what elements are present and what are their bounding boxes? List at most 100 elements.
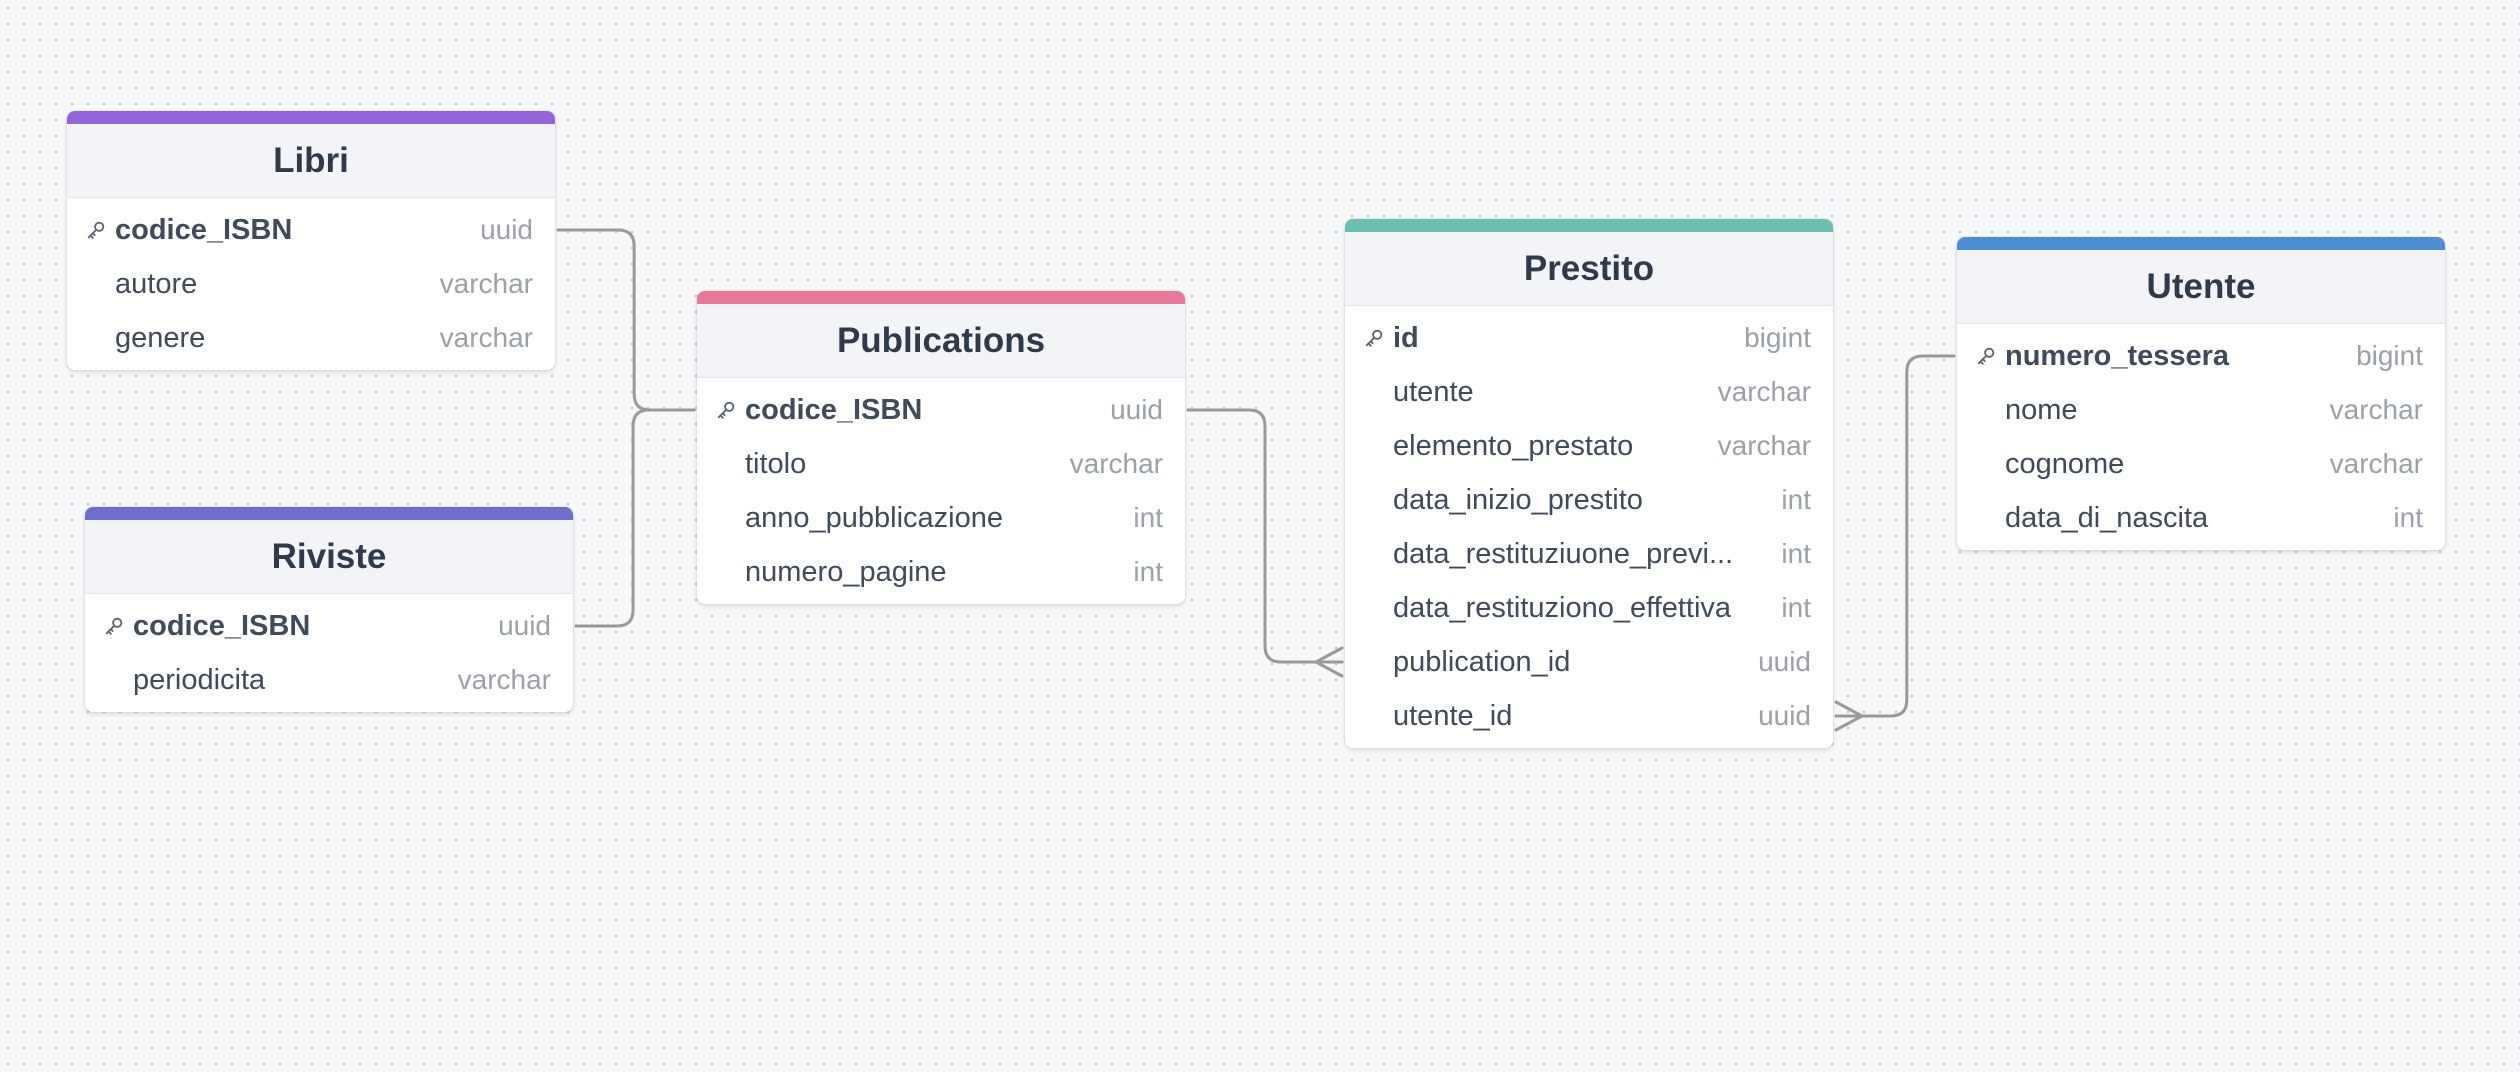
key-icon-slot (1363, 377, 1393, 407)
column-type: varchar (439, 268, 533, 299)
key-icon-slot (1975, 503, 2005, 533)
column-row[interactable]: data_restituziono_effettiva int (1345, 581, 1833, 635)
table-title: Prestito (1523, 248, 1655, 288)
column-row[interactable]: data_restituziuone_previ...int (1345, 527, 1833, 581)
column-type: uuid (498, 610, 551, 641)
crows-foot-icon (1834, 700, 1864, 732)
primary-key-column-row[interactable]: codice_ISBN uuid (67, 203, 555, 257)
key-icon-slot (1363, 539, 1393, 569)
column-type: uuid (1758, 646, 1811, 677)
column-name: titolo (745, 447, 807, 480)
key-icon-slot (85, 269, 115, 299)
key-icon-slot (85, 323, 115, 353)
column-name: periodicita (133, 663, 266, 696)
primary-key-column-row[interactable]: numero_tessera bigint (1957, 329, 2445, 383)
column-list: codice_ISBN uuid titolo varchar anno_pubblic… (697, 378, 1185, 604)
key-icon-slot (1363, 431, 1393, 461)
column-type: uuid (1758, 700, 1811, 731)
column-name: elemento_prestato (1393, 429, 1634, 462)
key-icon-slot (1975, 395, 2005, 425)
column-name: codice_ISBN (133, 609, 311, 642)
table-header: Libri (67, 111, 555, 198)
key-icon (103, 611, 133, 641)
key-icon-slot (715, 503, 745, 533)
column-row[interactable]: genere varchar (67, 311, 555, 365)
column-name: data_restituziono_effettiva (1393, 591, 1732, 624)
column-row[interactable]: data_inizio_prestito int (1345, 473, 1833, 527)
key-icon-slot (1363, 485, 1393, 515)
column-type: varchar (1717, 430, 1811, 461)
column-name: anno_pubblicazione (745, 501, 1003, 534)
column-row[interactable]: publication_id uuid (1345, 635, 1833, 689)
column-type: bigint (1744, 322, 1811, 353)
column-type: varchar (439, 322, 533, 353)
table-header: Utente (1957, 237, 2445, 324)
table-title: Publications (836, 320, 1046, 360)
table-publications[interactable]: Publications codice_ISBN uuid titolo varcha… (697, 291, 1185, 604)
primary-key-column-row[interactable]: id bigint (1345, 311, 1833, 365)
relationship-line[interactable] (1186, 408, 1344, 664)
table-header: Riviste (85, 507, 573, 594)
column-type: uuid (480, 214, 533, 245)
column-type: int (1133, 556, 1163, 587)
key-icon-slot (1363, 647, 1393, 677)
column-type: uuid (1110, 394, 1163, 425)
key-icon-slot (1363, 593, 1393, 623)
column-row[interactable]: titolo varchar (697, 437, 1185, 491)
column-type: int (1781, 592, 1811, 623)
primary-key-column-row[interactable]: codice_ISBN uuid (697, 383, 1185, 437)
table-riviste[interactable]: Riviste codice_ISBN uuid periodicita varcha… (85, 507, 573, 712)
column-row[interactable]: utente_id uuid (1345, 689, 1833, 743)
column-type: varchar (1069, 448, 1163, 479)
column-row[interactable]: periodicita varchar (85, 653, 573, 707)
key-icon (1975, 341, 2005, 371)
key-icon (715, 395, 745, 425)
column-name: numero_tessera (2005, 339, 2230, 372)
crows-foot-icon (1314, 646, 1344, 678)
key-icon (1363, 323, 1393, 353)
key-icon-slot (1975, 449, 2005, 479)
column-type: bigint (2356, 340, 2423, 371)
table-header: Publications (697, 291, 1185, 378)
column-row[interactable]: anno_pubblicazione int (697, 491, 1185, 545)
column-name: codice_ISBN (115, 213, 293, 246)
column-name: data_inizio_prestito (1393, 483, 1643, 516)
relationship-line[interactable] (574, 408, 696, 628)
column-type: varchar (2329, 394, 2423, 425)
column-name: utente (1393, 375, 1474, 408)
key-icon-slot (1363, 701, 1393, 731)
key-icon (85, 215, 115, 245)
column-row[interactable]: elemento_prestato varchar (1345, 419, 1833, 473)
table-header: Prestito (1345, 219, 1833, 306)
column-type: int (1781, 484, 1811, 515)
column-name: publication_id (1393, 645, 1571, 678)
relationship-line[interactable] (556, 228, 696, 412)
key-icon-slot (715, 449, 745, 479)
column-type: varchar (2329, 448, 2423, 479)
column-row[interactable]: numero_pagine int (697, 545, 1185, 599)
column-name: id (1393, 321, 1419, 354)
column-name: numero_pagine (745, 555, 947, 588)
key-icon-slot (715, 557, 745, 587)
column-name: utente_id (1393, 699, 1513, 732)
table-title: Libri (273, 140, 349, 180)
primary-key-column-row[interactable]: codice_ISBN uuid (85, 599, 573, 653)
column-name: genere (115, 321, 206, 354)
column-name: codice_ISBN (745, 393, 923, 426)
relationship-line[interactable] (1834, 354, 1956, 718)
column-type: int (1133, 502, 1163, 533)
column-type: int (2393, 502, 2423, 533)
table-title: Utente (2146, 266, 2256, 306)
column-type: varchar (457, 664, 551, 695)
column-type: int (1781, 538, 1811, 569)
